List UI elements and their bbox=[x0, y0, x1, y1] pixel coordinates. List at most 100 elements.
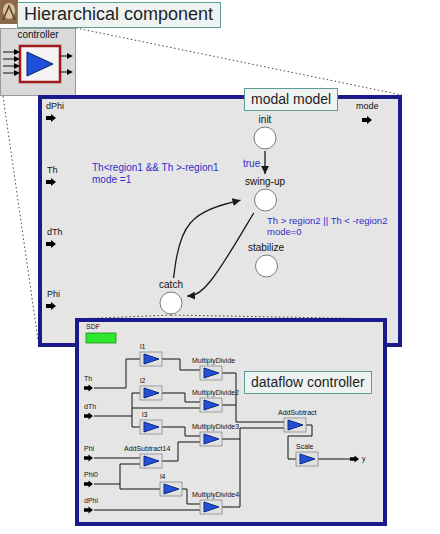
component-name: controller bbox=[1, 29, 75, 41]
actor-triangle bbox=[164, 484, 179, 494]
actor-box bbox=[140, 386, 162, 400]
state-name: init bbox=[251, 114, 279, 126]
port-arrow bbox=[46, 114, 56, 122]
state-symbol bbox=[157, 291, 185, 315]
actor-box bbox=[140, 454, 162, 468]
signal-wire bbox=[94, 464, 140, 484]
actor-name: AddSubtract bbox=[278, 409, 317, 417]
signal-wire bbox=[94, 393, 140, 416]
signal-wire bbox=[318, 459, 350, 460]
state-circle: catch bbox=[157, 279, 185, 315]
port-wire bbox=[3, 52, 14, 53]
actor-name: dTh bbox=[84, 403, 96, 411]
state-circle-outline bbox=[255, 255, 277, 277]
actor-box bbox=[160, 482, 182, 496]
port-wire bbox=[3, 73, 14, 74]
actor-box bbox=[200, 432, 222, 446]
state-circle-outline bbox=[254, 127, 276, 149]
actor-name: l1 bbox=[140, 343, 145, 351]
actor-box bbox=[200, 398, 222, 412]
input-port bbox=[14, 56, 20, 62]
actor-name: MultiplyDivide bbox=[192, 357, 235, 365]
state-circle-outline bbox=[254, 189, 276, 211]
signal-wire bbox=[222, 405, 236, 406]
actor-triangle bbox=[144, 388, 159, 398]
panel-callout: modal model bbox=[244, 88, 338, 111]
port-name: dPhi bbox=[46, 102, 64, 112]
actor-triangle bbox=[144, 354, 159, 364]
input-port bbox=[14, 49, 20, 55]
state-symbol bbox=[243, 188, 288, 212]
actor-name: Phi bbox=[84, 445, 94, 453]
actor-name: SDF bbox=[86, 323, 100, 331]
actor-name: l3 bbox=[142, 411, 147, 419]
state-circle: stabilize bbox=[246, 242, 287, 278]
actor-name: l2 bbox=[140, 377, 145, 385]
input-port bbox=[14, 63, 20, 69]
state-circle-outline bbox=[160, 292, 182, 314]
icon-figure bbox=[3, 3, 15, 19]
layout-part bbox=[84, 333, 359, 514]
port-wire bbox=[60, 72, 68, 73]
output-port bbox=[67, 53, 73, 59]
signal-wire bbox=[132, 408, 200, 409]
signal-wire bbox=[94, 359, 140, 388]
actor-name: dPhi bbox=[84, 497, 98, 505]
port-name: mode bbox=[356, 102, 379, 112]
director-block bbox=[86, 333, 116, 343]
actor-box bbox=[200, 500, 222, 514]
callout-text: Hierarchical component bbox=[24, 4, 214, 26]
transition-arrow bbox=[264, 151, 265, 174]
state-name: swing-up bbox=[243, 176, 288, 188]
state-symbol bbox=[251, 126, 279, 150]
port-arrow bbox=[46, 178, 56, 186]
panel-callout: dataflow controller bbox=[244, 371, 372, 394]
transition-arrow bbox=[174, 200, 241, 278]
actor-name: l4 bbox=[160, 473, 165, 481]
transition-arrow bbox=[187, 213, 254, 296]
port-wire bbox=[3, 59, 14, 60]
transition-guard: Th > region2 || Th < -region2 mode=0 bbox=[267, 216, 396, 238]
state-name: catch bbox=[157, 279, 185, 291]
port-arrow bbox=[362, 116, 372, 124]
port-arrow bbox=[84, 506, 93, 513]
layout-part bbox=[3, 46, 73, 82]
actor-name: Th bbox=[84, 375, 92, 383]
state-circle: swing-up bbox=[243, 176, 288, 212]
transition-guard: Th<region1 && Th >-region1 mode =1 bbox=[92, 162, 242, 185]
actor-name: Phi0 bbox=[84, 471, 98, 479]
actor-box bbox=[140, 352, 162, 366]
port-arrow bbox=[84, 454, 93, 461]
component-icon bbox=[0, 0, 18, 24]
actor-triangle bbox=[288, 420, 303, 430]
signal-wire bbox=[120, 484, 160, 489]
state-circle: init bbox=[251, 114, 279, 150]
port-arrow bbox=[46, 240, 56, 248]
zoom-line bbox=[3, 96, 38, 340]
actor-box bbox=[200, 366, 222, 380]
callout-box: Hierarchical component bbox=[17, 2, 221, 28]
icon-frame bbox=[0, 0, 18, 24]
actor-triangle bbox=[204, 434, 219, 444]
actor-triangle bbox=[204, 400, 219, 410]
port-arrow bbox=[350, 455, 359, 462]
actor-triangle bbox=[300, 454, 315, 464]
actor-name: AddSubtract14 bbox=[124, 445, 170, 453]
actor-box bbox=[296, 452, 318, 466]
actor-triangle bbox=[144, 456, 159, 466]
zoom-line bbox=[76, 28, 402, 95]
port-name: Th bbox=[47, 166, 58, 176]
state-symbol bbox=[246, 254, 287, 278]
transition-guard: true bbox=[243, 158, 260, 170]
modal-model-panel: initswing-upstabilizecatchmodal modeltru… bbox=[38, 95, 402, 347]
input-port bbox=[14, 70, 20, 76]
signal-wire bbox=[94, 510, 200, 511]
actor-name: MultiplyDivide4 bbox=[192, 491, 239, 499]
signal-wire bbox=[132, 416, 140, 427]
port-arrow bbox=[84, 480, 93, 487]
actor-triangle bbox=[204, 368, 219, 378]
actor-box bbox=[140, 420, 162, 434]
port-wire bbox=[60, 56, 68, 57]
port-arrow bbox=[46, 302, 56, 310]
